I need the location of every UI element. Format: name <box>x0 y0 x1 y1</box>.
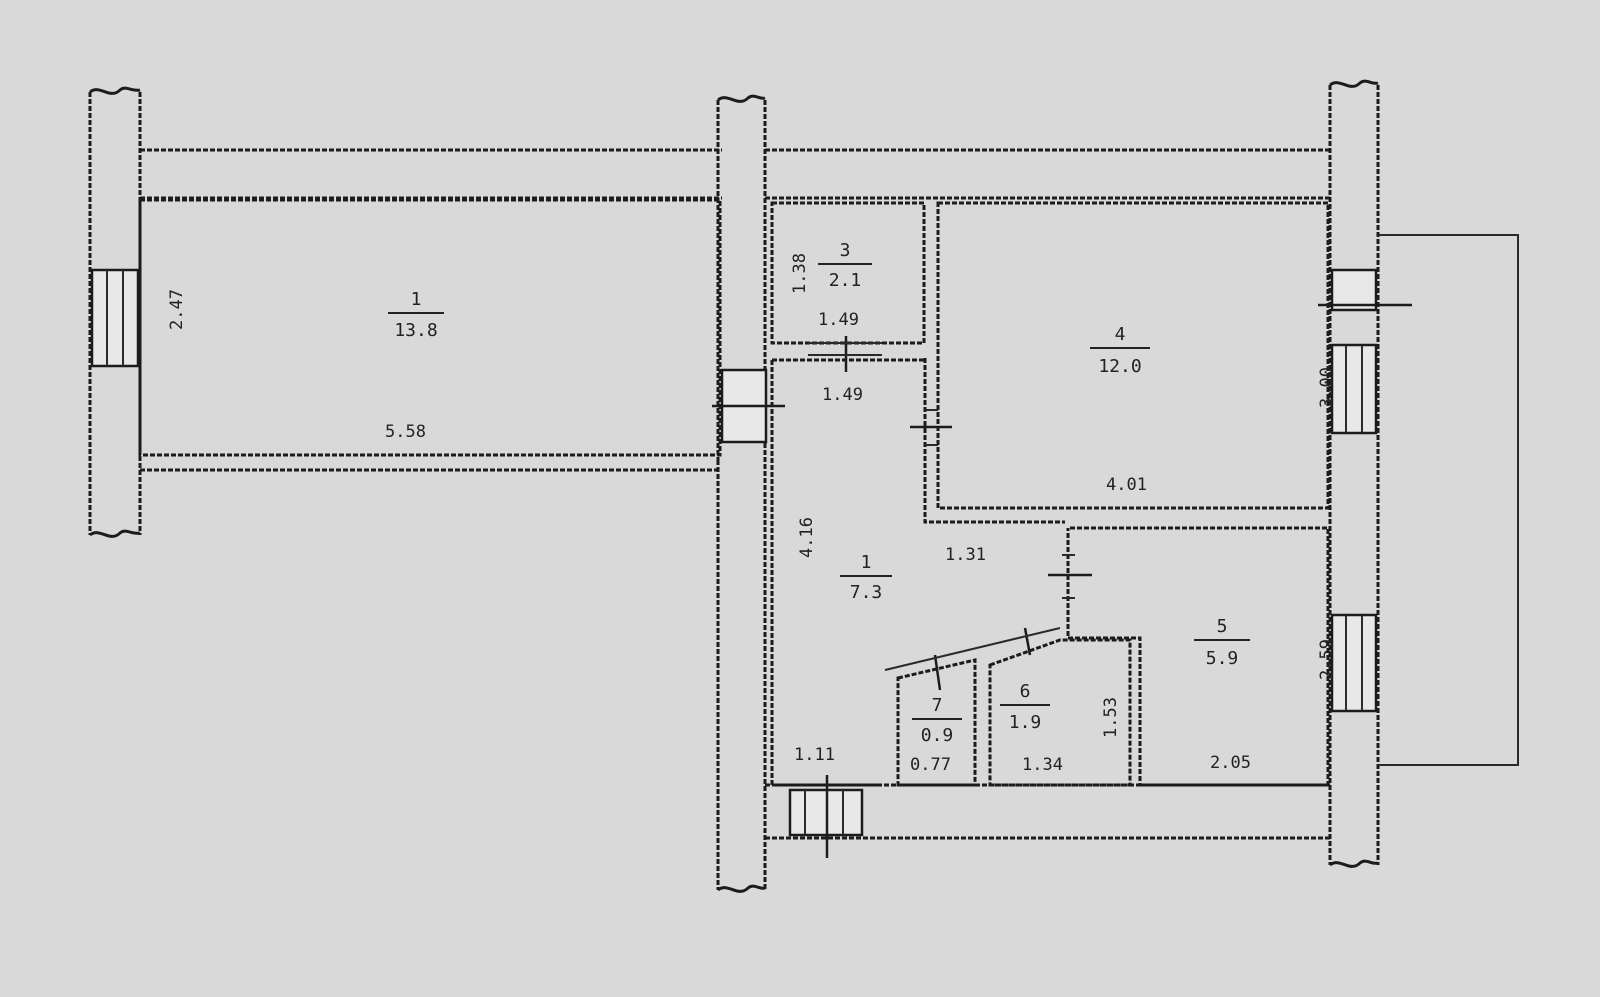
dim-r3-height: 1.38 <box>790 253 810 294</box>
window-room-4 <box>1330 343 1378 435</box>
svg-text:1: 1 <box>861 552 872 573</box>
room-6-outline <box>988 638 1132 787</box>
svg-text:12.0: 12.0 <box>1098 356 1141 377</box>
dim-r4-width: 4.01 <box>1106 475 1147 495</box>
svg-text:3: 3 <box>840 240 851 261</box>
room-4-label: 4 12.0 <box>1090 324 1150 377</box>
room-2-label: 1 13.8 <box>388 289 444 341</box>
svg-text:1.9: 1.9 <box>1009 712 1042 733</box>
top-exterior-wall <box>140 148 1330 200</box>
room-3-label: 3 2.1 <box>818 240 872 291</box>
window-room-5 <box>1330 613 1378 713</box>
center-wall <box>716 94 767 893</box>
svg-text:5.9: 5.9 <box>1206 648 1239 669</box>
dim-r6-height: 1.53 <box>1101 697 1121 738</box>
dim-r5-width: 2.05 <box>1210 753 1251 773</box>
svg-text:6: 6 <box>1020 681 1031 702</box>
dim-r7-width: 0.77 <box>910 755 951 775</box>
balcony <box>1378 234 1519 766</box>
balcony-door <box>1330 268 1378 312</box>
room-1-label: 1 7.3 <box>840 552 892 603</box>
room-5-label: 5 5.9 <box>1194 616 1250 669</box>
right-exterior-wall <box>1328 79 1380 868</box>
svg-text:4: 4 <box>1115 324 1126 345</box>
dim-r6-width: 1.34 <box>1022 755 1063 775</box>
room-6-label: 6 1.9 <box>1000 681 1050 733</box>
svg-text:7.3: 7.3 <box>850 582 883 603</box>
room-4-outline <box>936 201 1330 510</box>
dim-r1-bottom-width: 1.11 <box>794 745 835 765</box>
svg-text:2.1: 2.1 <box>829 270 862 291</box>
room-7-outline <box>896 658 977 787</box>
room-5-outline <box>1066 526 1330 787</box>
svg-text:0.9: 0.9 <box>921 725 954 746</box>
svg-text:1: 1 <box>411 289 422 310</box>
dim-r3-width: 1.49 <box>818 310 859 330</box>
dim-r1-height: 4.16 <box>797 517 817 558</box>
dim-r2-height: 2.47 <box>167 289 187 330</box>
room-2-outline <box>138 198 722 457</box>
room-1-outline <box>770 358 925 787</box>
dim-r2-width: 5.58 <box>385 422 426 442</box>
dim-r4-height: 3.00 <box>1317 367 1337 408</box>
room-7-label: 7 0.9 <box>912 695 962 746</box>
dim-r5-height: 2.59 <box>1317 639 1337 680</box>
svg-text:5: 5 <box>1217 616 1228 637</box>
window-room-2 <box>90 268 140 368</box>
svg-text:13.8: 13.8 <box>394 320 437 341</box>
svg-text:7: 7 <box>932 695 943 716</box>
dim-r1-top-width: 1.49 <box>822 385 863 405</box>
dim-r1-mid-width: 1.31 <box>945 545 986 565</box>
